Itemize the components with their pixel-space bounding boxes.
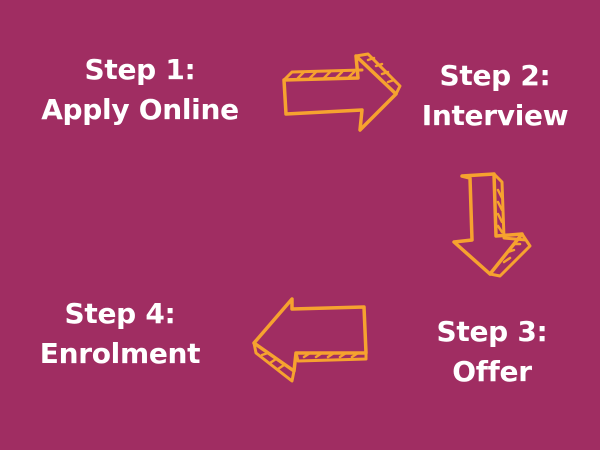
step-2-title: Step 2: (439, 59, 551, 92)
arrow-left-icon (252, 297, 368, 383)
step-2-label: Interview (421, 99, 569, 132)
step-4-label: Enrolment (39, 337, 201, 370)
arrow-down-icon (452, 172, 532, 278)
step-3-title: Step 3: (436, 315, 548, 348)
step-4-title: Step 4: (64, 297, 176, 330)
step-4: Step 4: Enrolment (20, 294, 220, 374)
step-1-title: Step 1: (84, 53, 196, 86)
step-1-label: Apply Online (41, 93, 239, 126)
step-3-label: Offer (452, 355, 532, 388)
step-3: Step 3: Offer (412, 312, 572, 392)
step-2: Step 2: Interview (405, 56, 585, 136)
arrow-right-icon (282, 52, 402, 132)
step-1: Step 1: Apply Online (20, 50, 260, 130)
